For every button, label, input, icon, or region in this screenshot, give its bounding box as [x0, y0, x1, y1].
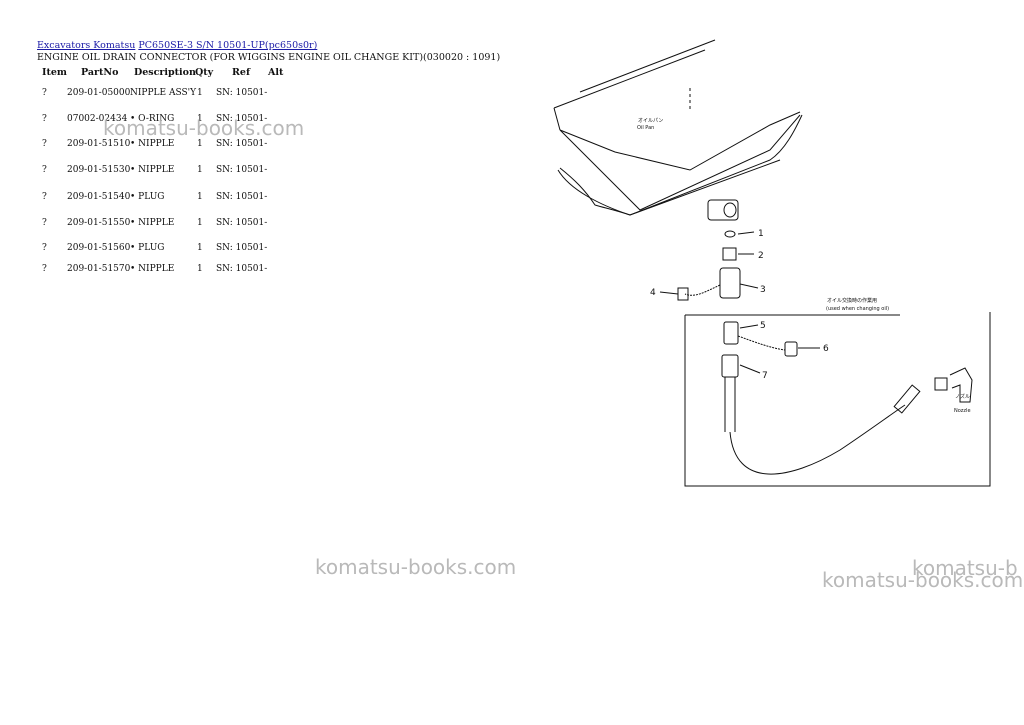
- cell-item: ?: [42, 88, 47, 98]
- cell-description: • O-RING: [130, 114, 175, 124]
- callout-4: 4: [650, 288, 656, 298]
- drain-connector-port: [723, 202, 737, 218]
- oil-pan-edge: [553, 107, 561, 131]
- chain-cap: [677, 287, 689, 301]
- cell-ref: SN: 10501-: [216, 165, 268, 175]
- cell-description: • NIPPLE: [130, 165, 175, 175]
- oil-pan-edge: [553, 49, 706, 109]
- chain-part: [684, 284, 721, 296]
- oil-pan-label: Oil Pan: [637, 125, 654, 131]
- cell-description: • PLUG: [130, 192, 165, 202]
- cell-ref: SN: 10501-: [216, 88, 268, 98]
- cell-ref: SN: 10501-: [216, 114, 268, 124]
- leader-line: [739, 364, 761, 374]
- header-partno: PartNo: [81, 67, 119, 78]
- header-item: Item: [42, 67, 67, 78]
- cell-item: ?: [42, 114, 47, 124]
- plug-part: [719, 267, 741, 299]
- callout-5: 5: [760, 321, 766, 331]
- cell-item: ?: [42, 218, 47, 228]
- cell-item: ?: [42, 243, 47, 253]
- cell-qty: 1: [197, 88, 203, 98]
- cell-ref: SN: 10501-: [216, 218, 268, 228]
- nozzle-valve: [934, 377, 948, 391]
- watermark: komatsu-books.com: [822, 568, 1024, 592]
- nipple-part: [722, 247, 737, 261]
- page-title: ENGINE OIL DRAIN CONNECTOR (FOR WIGGINS …: [37, 52, 501, 63]
- cell-partno: 209-01-05000: [67, 88, 131, 98]
- o-ring-part: [724, 230, 736, 238]
- inset-label: (used when changing oil): [826, 306, 889, 312]
- cell-description: • NIPPLE: [130, 139, 175, 149]
- watermark: komatsu-books.com: [315, 555, 517, 579]
- cell-ref: SN: 10501-: [216, 139, 268, 149]
- callout-7: 7: [762, 371, 768, 381]
- cell-partno: 07002-02434: [67, 114, 128, 124]
- cell-qty: 1: [197, 192, 203, 202]
- cell-description: NIPPLE ASS'Y: [130, 88, 197, 98]
- cell-item: ?: [42, 192, 47, 202]
- nozzle-grip: [893, 384, 921, 414]
- cell-item: ?: [42, 165, 47, 175]
- nozzle-jp-label: ノズル: [955, 393, 970, 400]
- nipple-part: [721, 354, 739, 378]
- cell-partno: 209-01-51570: [67, 264, 131, 274]
- drain-connector-body: [707, 199, 739, 221]
- cell-partno: 209-01-51560: [67, 243, 131, 253]
- cell-qty: 1: [197, 139, 203, 149]
- oil-pan-edge: [629, 159, 781, 216]
- nozzle-label: Nozzle: [954, 408, 971, 414]
- cell-qty: 1: [197, 264, 203, 274]
- cell-qty: 1: [197, 243, 203, 253]
- cell-description: • PLUG: [130, 243, 165, 253]
- header-alt: Alt: [268, 67, 284, 78]
- leader-line: [739, 324, 759, 329]
- header-description: Description: [134, 67, 196, 78]
- inset-jp-label: オイル交換時の作業用: [827, 297, 877, 304]
- cell-ref: SN: 10501-: [216, 243, 268, 253]
- parts-diagram: オイルパン Oil Pan オイル交換時の作業用 (used when chan…: [553, 39, 991, 487]
- leader-line: [659, 291, 679, 295]
- cell-qty: 1: [197, 114, 203, 124]
- nipple-part: [723, 321, 739, 345]
- header-ref: Ref: [232, 67, 251, 78]
- callout-2: 2: [758, 251, 764, 261]
- chain-part: [737, 335, 786, 351]
- cell-item: ?: [42, 264, 47, 274]
- cell-qty: 1: [197, 165, 203, 175]
- cell-ref: SN: 10501-: [216, 192, 268, 202]
- callout-1: 1: [758, 229, 764, 239]
- hose-part: [729, 404, 906, 475]
- oil-pan-edge: [579, 39, 716, 93]
- callout-3: 3: [760, 285, 766, 295]
- oil-pan-jp-label: オイルパン: [638, 118, 663, 124]
- cell-partno: 209-01-51550: [67, 218, 131, 228]
- cell-partno: 209-01-51510: [67, 139, 131, 149]
- cell-description: • NIPPLE: [130, 264, 175, 274]
- header-qty: Qty: [195, 67, 214, 78]
- leader-line: [739, 283, 759, 289]
- plug-part: [784, 341, 798, 357]
- cell-partno: 209-01-51530: [67, 165, 131, 175]
- cell-item: ?: [42, 139, 47, 149]
- breadcrumb-link-model[interactable]: PC650SE-3 S/N 10501-UP(pc650s0r): [138, 40, 318, 51]
- cell-ref: SN: 10501-: [216, 264, 268, 274]
- cell-partno: 209-01-51540: [67, 192, 131, 202]
- oil-pan-edge: [559, 111, 801, 171]
- watermark: komatsu-b: [912, 556, 1018, 580]
- inset-frame: [684, 312, 991, 487]
- cell-description: • NIPPLE: [130, 218, 175, 228]
- cell-qty: 1: [197, 218, 203, 228]
- hose-part: [724, 377, 736, 432]
- oil-pan-edge: [559, 114, 801, 211]
- leader-line: [737, 231, 755, 235]
- nozzle-head: [949, 367, 973, 403]
- breadcrumb-link-excavators[interactable]: Excavators Komatsu: [37, 40, 136, 51]
- callout-6: 6: [823, 344, 829, 354]
- oil-pan-edge: [559, 167, 631, 216]
